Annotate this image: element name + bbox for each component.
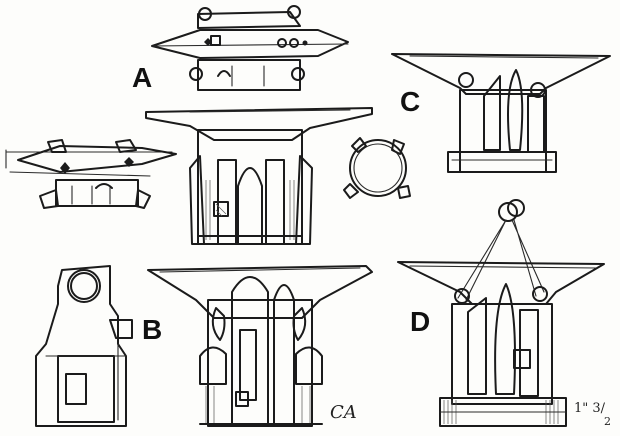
anvil-b-side-view <box>35 265 133 427</box>
anvil-a-side-view <box>5 139 177 209</box>
anvil-a-front-view <box>145 107 373 245</box>
dimension-note: 1" 3/ <box>574 401 606 416</box>
label-c: C <box>400 86 421 117</box>
anvil-c-front-view <box>391 53 611 173</box>
dimension-sub: 2 <box>604 415 611 428</box>
label-a: A <box>132 62 153 93</box>
signature: CA <box>330 402 357 423</box>
label-b: B <box>142 314 163 345</box>
anvil-d-front-view <box>397 199 605 427</box>
anvil-a-top-view <box>151 5 349 91</box>
label-d: D <box>410 306 431 337</box>
anvil-round-detail <box>343 137 411 199</box>
anvil-b-front-view <box>147 265 373 427</box>
